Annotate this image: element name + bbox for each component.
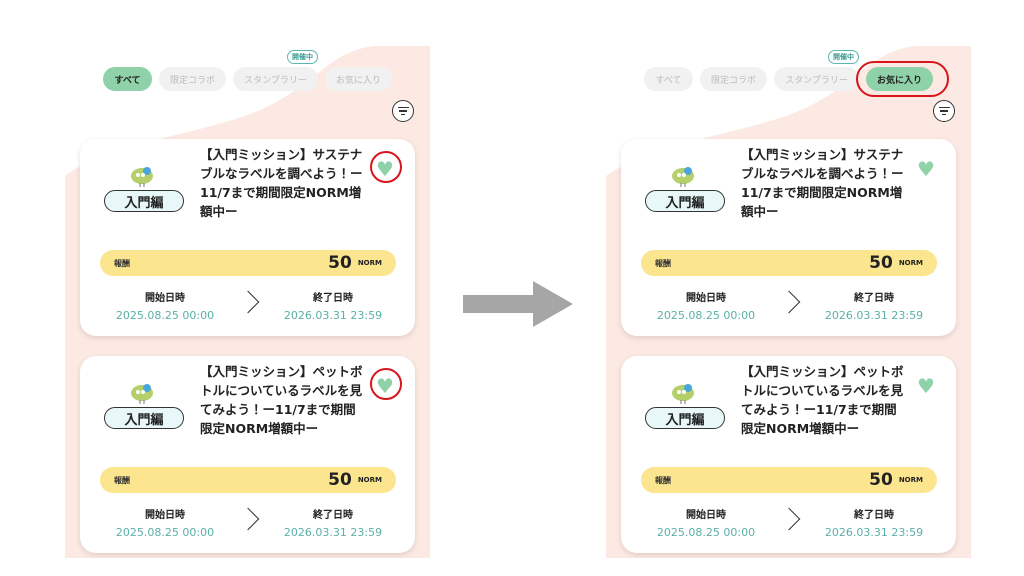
- mission-list-after: すべて限定コラボスタンプラリーお気に入り開催中 入門編 【入門ミッション】サステ…: [606, 46, 971, 558]
- highlight-ring: [370, 151, 402, 183]
- right-arrow-icon: [463, 281, 573, 327]
- end-value: 2026.03.31 23:59: [824, 309, 924, 322]
- chevron-right-icon: [777, 507, 801, 531]
- end-value: 2026.03.31 23:59: [283, 309, 383, 322]
- reward-unit: NORM: [898, 476, 923, 484]
- level-badge: 入門編: [104, 190, 184, 212]
- mission-title: 【入門ミッション】ペットボトルについているラベルを見てみよう！ー11/7まで期間…: [200, 364, 363, 436]
- tab-0[interactable]: すべて: [644, 67, 693, 91]
- mascot-icon: [131, 384, 153, 404]
- start-label: 開始日時: [145, 293, 185, 304]
- reward-value: 50: [328, 253, 352, 273]
- level-badge: 入門編: [104, 407, 184, 429]
- reward-bar: 報酬 50 NORM: [641, 467, 937, 493]
- mission-card[interactable]: 入門編 【入門ミッション】サステナブルなラベルを調べよう！ー11/7まで期間限定…: [80, 139, 415, 336]
- chevron-right-icon: [777, 290, 801, 314]
- chevron-right-icon: [236, 290, 260, 314]
- tab-2[interactable]: スタンプラリー: [774, 67, 859, 91]
- tab-1[interactable]: 限定コラボ: [700, 67, 767, 91]
- end-label: 終了日時: [313, 293, 353, 304]
- start-value: 2025.08.25 00:00: [656, 526, 756, 539]
- tab-0[interactable]: すべて: [103, 67, 152, 91]
- mascot-icon: [131, 167, 153, 187]
- reward-value: 50: [869, 470, 893, 490]
- filter-button[interactable]: [392, 100, 414, 122]
- reward-label: 報酬: [114, 475, 130, 485]
- tab-3[interactable]: お気に入り: [325, 67, 392, 91]
- start-value: 2025.08.25 00:00: [115, 526, 215, 539]
- reward-label: 報酬: [655, 258, 671, 268]
- reward-label: 報酬: [655, 475, 671, 485]
- tab-1[interactable]: 限定コラボ: [159, 67, 226, 91]
- start-value: 2025.08.25 00:00: [656, 309, 756, 322]
- end-label: 終了日時: [854, 293, 894, 304]
- end-label: 終了日時: [313, 510, 353, 521]
- tab-2[interactable]: スタンプラリー: [233, 67, 318, 91]
- mission-card[interactable]: 入門編 【入門ミッション】サステナブルなラベルを調べよう！ー11/7まで期間限定…: [621, 139, 956, 336]
- reward-unit: NORM: [357, 259, 382, 267]
- reward-label: 報酬: [114, 258, 130, 268]
- reward-bar: 報酬 50 NORM: [100, 250, 396, 276]
- mission-title: 【入門ミッション】サステナブルなラベルを調べよう！ー11/7まで期間限定NORM…: [200, 147, 363, 219]
- mission-card[interactable]: 入門編 【入門ミッション】ペットボトルについているラベルを見てみよう！ー11/7…: [621, 356, 956, 553]
- reward-bar: 報酬 50 NORM: [641, 250, 937, 276]
- filter-icon: [397, 106, 409, 116]
- mascot-icon: [672, 384, 694, 404]
- reward-unit: NORM: [357, 476, 382, 484]
- reward-value: 50: [328, 470, 352, 490]
- highlight-ring: [370, 368, 402, 400]
- end-value: 2026.03.31 23:59: [824, 526, 924, 539]
- start-label: 開始日時: [686, 293, 726, 304]
- tab-3[interactable]: お気に入り: [866, 67, 933, 91]
- mission-title: 【入門ミッション】ペットボトルについているラベルを見てみよう！ー11/7まで期間…: [741, 364, 904, 436]
- ongoing-badge: 開催中: [287, 50, 318, 64]
- favorite-heart-icon[interactable]: ♥: [917, 374, 935, 398]
- chevron-right-icon: [236, 507, 260, 531]
- start-label: 開始日時: [145, 510, 185, 521]
- ongoing-badge: 開催中: [828, 50, 859, 64]
- reward-unit: NORM: [898, 259, 923, 267]
- reward-value: 50: [869, 253, 893, 273]
- start-label: 開始日時: [686, 510, 726, 521]
- mission-list-before: すべて限定コラボスタンプラリーお気に入り開催中 入門編 【入門ミッション】サステ…: [65, 46, 430, 558]
- filter-button[interactable]: [933, 100, 955, 122]
- highlight-ring: [856, 61, 949, 97]
- filter-icon: [938, 106, 950, 116]
- end-label: 終了日時: [854, 510, 894, 521]
- mascot-icon: [672, 167, 694, 187]
- end-value: 2026.03.31 23:59: [283, 526, 383, 539]
- favorite-heart-icon[interactable]: ♥: [917, 157, 935, 181]
- start-value: 2025.08.25 00:00: [115, 309, 215, 322]
- mission-title: 【入門ミッション】サステナブルなラベルを調べよう！ー11/7まで期間限定NORM…: [741, 147, 904, 219]
- mission-card[interactable]: 入門編 【入門ミッション】ペットボトルについているラベルを見てみよう！ー11/7…: [80, 356, 415, 553]
- level-badge: 入門編: [645, 190, 725, 212]
- reward-bar: 報酬 50 NORM: [100, 467, 396, 493]
- level-badge: 入門編: [645, 407, 725, 429]
